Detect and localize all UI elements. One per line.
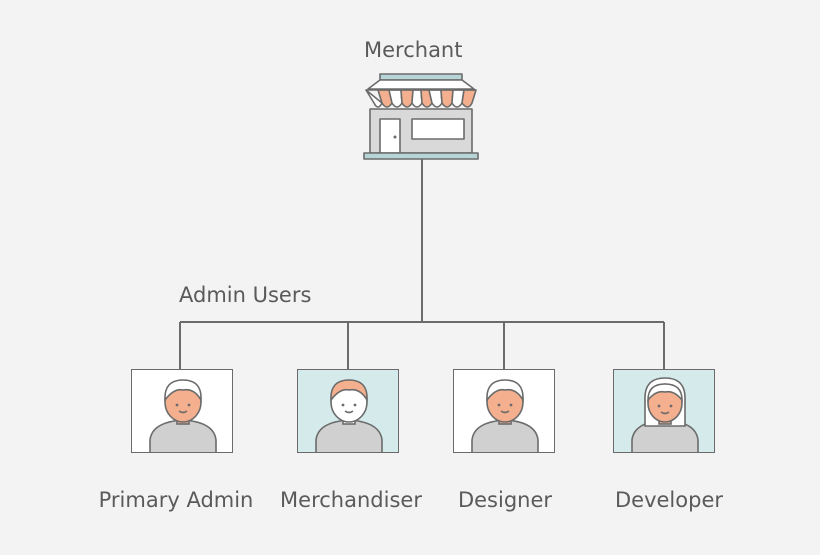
user-avatar-icon — [149, 379, 217, 452]
user-avatar-icon — [631, 377, 699, 452]
admin-users-label: Admin Users — [179, 283, 312, 307]
role-label-developer: Developer — [614, 488, 724, 512]
user-avatar-icon — [315, 379, 383, 452]
role-label-designer: Designer — [457, 488, 553, 512]
developer-card — [613, 369, 715, 453]
role-label-primary-admin: Primary Admin — [98, 488, 254, 512]
user-avatar-icon — [471, 379, 539, 452]
primary-admin-card — [131, 369, 233, 453]
role-label-merchandiser: Merchandiser — [280, 488, 422, 512]
storefront-icon — [363, 73, 479, 160]
merchant-label: Merchant — [364, 38, 463, 62]
designer-card — [453, 369, 555, 453]
merchandiser-card — [297, 369, 399, 453]
